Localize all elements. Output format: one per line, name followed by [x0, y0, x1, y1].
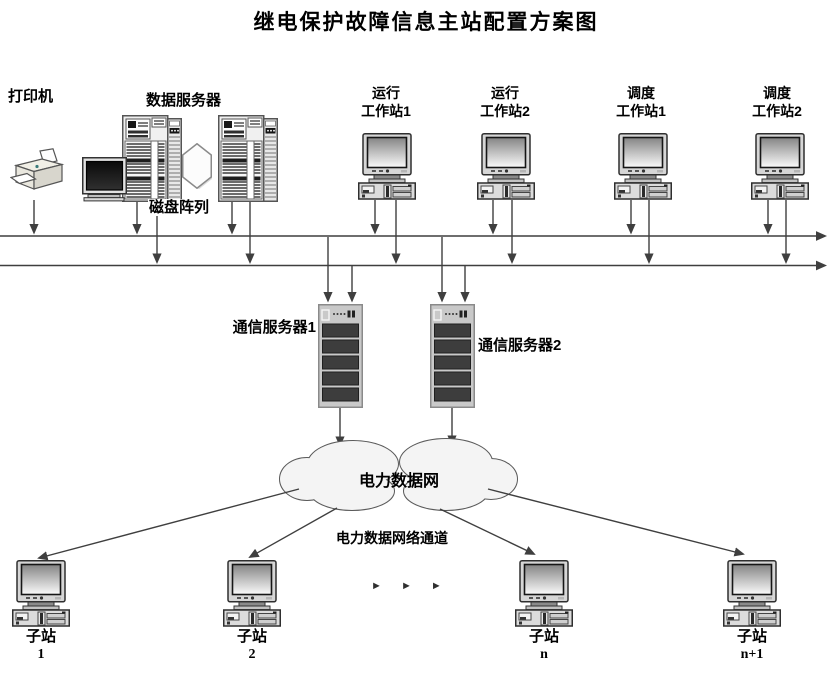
- comm-server-icon: [430, 304, 475, 408]
- substation-pc-icon: [12, 560, 70, 627]
- comm-server2-label: 通信服务器2: [478, 337, 562, 354]
- server-to-cloud-lines: [335, 408, 457, 447]
- cloud-shape: [279, 438, 518, 511]
- workstation-label-run2: 运行 工作站2: [480, 85, 530, 119]
- cloud-to-substation-lines: [37, 488, 745, 561]
- continuation-arrows: ► ► ►: [371, 580, 450, 592]
- cloud-label: 电力数据网: [358, 473, 439, 490]
- substation-label-1: 子站 1: [25, 628, 56, 662]
- comm-server-drop-lines: [323, 237, 470, 303]
- printer-icon: [10, 148, 68, 202]
- diagram-title: 继电保护故障信息主站配置方案图: [253, 10, 599, 34]
- substation-pc-icon: [223, 560, 281, 627]
- disk-array-hexagon-icon: [182, 143, 212, 189]
- comm-server-icon: [318, 304, 363, 408]
- substation-pc-icon: [723, 560, 781, 627]
- disk-array-label: 磁盘阵列: [148, 199, 211, 217]
- tower-server-icon: [122, 115, 182, 202]
- bus-lines: [0, 231, 828, 271]
- workstation-icon: [477, 133, 535, 200]
- workstation-icon: [358, 133, 416, 200]
- workstation-icon: [751, 133, 809, 200]
- workstation-label-dispatch2: 调度 工作站2: [752, 85, 802, 119]
- tower-server-icon: [218, 115, 278, 202]
- workstation-label-run1: 运行 工作站1: [361, 85, 411, 119]
- substation-label-n: 子站 n: [528, 628, 559, 662]
- channel-label: 电力数据网络通道: [336, 530, 448, 546]
- substation-pc-icon: [515, 560, 573, 627]
- comm-server1-label: 通信服务器1: [232, 319, 316, 336]
- device-drop-lines: [29, 200, 791, 264]
- substation-label-n1: 子站 n+1: [736, 628, 767, 662]
- workstation-label-dispatch1: 调度 工作站1: [616, 85, 666, 119]
- printer-label: 打印机: [8, 88, 54, 105]
- data-server-label: 数据服务器: [146, 92, 222, 109]
- crt-monitor-icon: [82, 157, 128, 202]
- workstation-icon: [614, 133, 672, 200]
- substation-label-2: 子站 2: [236, 628, 267, 662]
